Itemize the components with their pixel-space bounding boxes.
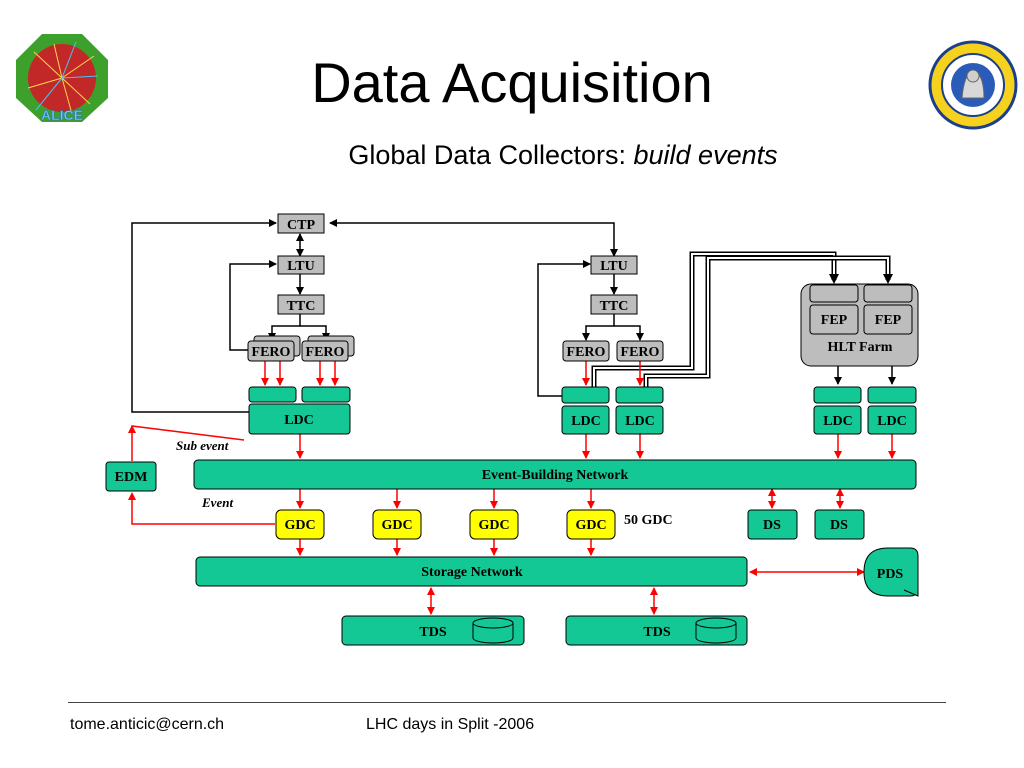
ds-label-2: DS	[830, 518, 848, 533]
pds-box	[863, 547, 919, 597]
ldc-box-right-1	[561, 405, 610, 435]
ttc-box-left	[277, 294, 325, 315]
gdc-label-2: GDC	[381, 518, 412, 533]
ds-box-1	[747, 509, 798, 540]
fero-label-right-2: FERO	[621, 345, 660, 360]
footer-email: tome.anticic@cern.ch	[70, 716, 225, 733]
ldc-box-hlt-1	[813, 405, 862, 435]
edm-box	[105, 461, 157, 492]
ctp-box	[277, 213, 325, 234]
fep-box-1	[809, 304, 859, 335]
alice-logo-text: ALICE	[41, 107, 83, 123]
edm-label: EDM	[115, 470, 148, 485]
gdc-label-3: GDC	[478, 518, 509, 533]
ldc-box-right-2	[615, 405, 664, 435]
fero-label-right-1: FERO	[567, 345, 606, 360]
ds-box-2	[814, 509, 865, 540]
fero-box-left-1	[247, 340, 295, 362]
footer-event: LHC days in Split -2006	[366, 716, 535, 733]
footer-divider	[68, 702, 946, 703]
gdc-box-4	[566, 509, 616, 540]
fero-box-right-2	[616, 340, 664, 362]
tds-label-1: TDS	[419, 625, 446, 640]
disk-icon	[472, 617, 514, 644]
page-title: Data Acquisition	[311, 51, 713, 114]
ttc-box-right	[590, 294, 638, 315]
ldc-label-right-2: LDC	[625, 414, 655, 429]
institute-seal-icon	[928, 40, 1018, 130]
tds-label-2: TDS	[643, 625, 670, 640]
ctp-label: CTP	[287, 218, 315, 233]
gdc-box-2	[372, 509, 422, 540]
fep-label-2: FEP	[875, 313, 902, 328]
ldc-label-right-1: LDC	[571, 414, 601, 429]
ltu-box-right	[590, 255, 638, 275]
event-building-network	[193, 459, 917, 490]
sub-event-label: Sub event	[176, 438, 229, 453]
ldc-label-hlt-2: LDC	[877, 414, 907, 429]
storage-network	[195, 556, 748, 587]
ldc-label-left: LDC	[284, 413, 314, 428]
gdc-label-4: GDC	[575, 518, 606, 533]
storage-network-label: Storage Network	[421, 565, 523, 580]
gdc-box-1	[275, 509, 325, 540]
disk-icon	[695, 617, 737, 644]
ltu-label-left: LTU	[287, 259, 315, 274]
gdc-box-3	[469, 509, 519, 540]
ldc-label-hlt-1: LDC	[823, 414, 853, 429]
fep-label-1: FEP	[821, 313, 848, 328]
hlt-farm-label: HLT Farm	[828, 340, 893, 355]
fero-box-left-2	[301, 340, 349, 362]
fero-box-right-1	[562, 340, 610, 362]
event-label: Event	[201, 495, 233, 510]
pds-label: PDS	[877, 567, 904, 582]
ttc-label-left: TTC	[287, 299, 316, 314]
fero-label-left-2: FERO	[306, 345, 345, 360]
ds-label-1: DS	[763, 518, 781, 533]
ldc-box-hlt-2	[867, 405, 917, 435]
subtitle-emphasis: build events	[633, 140, 778, 170]
ldc-box-left	[248, 403, 351, 435]
event-building-network-label: Event-Building Network	[482, 468, 629, 483]
page-subtitle: Global Data Collectors: build events	[0, 140, 1024, 171]
gdc-label-1: GDC	[284, 518, 315, 533]
fero-label-left-1: FERO	[252, 345, 291, 360]
ltu-box-left	[277, 255, 325, 275]
ttc-label-right: TTC	[600, 299, 629, 314]
fep-box-2	[863, 304, 913, 335]
gdc-count-label: 50 GDC	[624, 513, 673, 528]
ltu-label-right: LTU	[600, 259, 628, 274]
subtitle-prefix: Global Data Collectors:	[348, 140, 634, 170]
alice-logo: ALICE	[16, 34, 108, 123]
